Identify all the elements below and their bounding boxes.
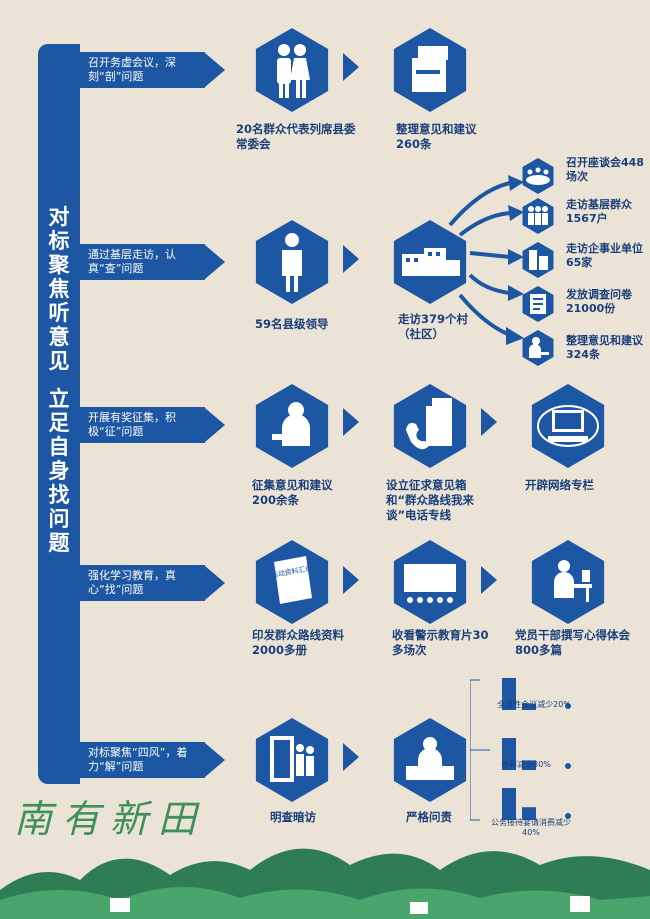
row2-item1-label: 59名县级领导: [255, 317, 329, 331]
title-char: 立: [48, 387, 70, 411]
title-char: 焦: [48, 277, 70, 301]
branch-arrow: [205, 408, 225, 442]
chart-bar: [502, 788, 516, 820]
chart-bar: [522, 703, 536, 710]
flow-arrow: [481, 566, 497, 594]
judge-icon: [393, 718, 467, 802]
village-icon: [393, 220, 467, 304]
chart-bar: [502, 678, 516, 710]
sub-label-2: 走访基层群众1567户: [566, 198, 632, 225]
flow-arrow: [343, 53, 359, 81]
title-char: 自: [48, 435, 70, 459]
title-char: 足: [48, 411, 70, 435]
sub-label-3: 走访企事业单位65家: [566, 242, 643, 269]
couple-icon: [255, 28, 329, 112]
flow-arrow: [343, 566, 359, 594]
fanout-arrows: [448, 175, 524, 345]
door-visit-icon: [255, 718, 329, 802]
row1-item1-label: 20名群众代表列席县委常委会: [236, 122, 356, 151]
flow-arrow: [343, 408, 359, 436]
row1-item2-label: 整理意见和建议260条: [396, 122, 477, 151]
sub-label-4: 发放调查问卷21000份: [566, 288, 632, 315]
row4-item3-label: 党员干部撰写心得体会800多篇: [515, 628, 630, 657]
branch-label: 通过基层走访，认真“查”问题: [88, 248, 176, 275]
branch-arrow: [205, 245, 225, 279]
chart-bar: [522, 760, 536, 770]
branch-2: 通过基层走访，认真“查”问题: [80, 244, 205, 280]
chart-dot: [565, 763, 571, 769]
row3-item3-label: 开辟网络专栏: [525, 478, 594, 492]
chart-label-2: 表彰减少30%: [501, 760, 551, 769]
row3-item2-label: 设立征求意见箱和“群众路线我来谈”电话专线: [386, 478, 475, 522]
book-icon: 活动资料汇编: [255, 540, 329, 624]
title-char: 听: [48, 301, 70, 325]
flow-arrow: [343, 245, 359, 273]
title-char: 身: [48, 459, 70, 483]
row3-item1-label: 征集意见和建议200余条: [252, 478, 333, 507]
branch-label: 对标聚焦“四风”，着力“解”问题: [88, 746, 188, 773]
chart-label-1: 全县性会议减少20%: [497, 700, 571, 709]
branch-4: 强化学习教育，真心“找”问题: [80, 565, 205, 601]
branch-3: 开展有奖征集，积极“征”问题: [80, 407, 205, 443]
title-char: 标: [48, 229, 70, 253]
row4-item2-label: 收看警示教育片30多场次: [392, 628, 489, 657]
row5-item2-label: 严格问责: [406, 810, 452, 824]
branch-label: 开展有奖征集，积极“征”问题: [88, 411, 176, 438]
row4-item1-label: 印发群众路线资料2000多册: [252, 628, 344, 657]
row5-item1-label: 明查暗访: [270, 810, 316, 824]
title-char: 意: [48, 325, 70, 349]
computer-icon: [531, 384, 605, 468]
flow-arrow: [343, 743, 359, 771]
title-gap: [40, 373, 78, 387]
flow-arrow: [481, 408, 497, 436]
branch-label: 召开务虚会议，深刻“剖”问题: [88, 56, 176, 83]
person-desk-icon: [255, 384, 329, 468]
branch-5: 对标聚焦“四风”，着力“解”问题: [80, 742, 205, 778]
chart-dot: [565, 813, 571, 819]
chart-bar: [522, 807, 536, 820]
ballot-box-icon: [393, 28, 467, 112]
reduction-chart: [470, 678, 571, 821]
phone-box-icon: [393, 384, 467, 468]
logo-text: 南有新田: [14, 797, 207, 841]
title-char: 聚: [48, 253, 70, 277]
title-char: 题: [48, 531, 70, 555]
branch-label: 强化学习教育，真心“找”问题: [88, 569, 176, 596]
main-spine: [38, 44, 80, 784]
title-char: 见: [48, 349, 70, 373]
sub-label-1: 召开座谈会448场次: [566, 156, 644, 183]
branch-arrow: [205, 53, 225, 87]
title-char: 问: [48, 507, 70, 531]
row2-item2-label: 走访379个村（社区）: [398, 312, 469, 341]
title-char: 对: [48, 205, 70, 229]
chart-bar: [502, 738, 516, 770]
mountain-landscape: [0, 848, 650, 919]
chart-dot: [565, 703, 571, 709]
leader-icon: [255, 220, 329, 304]
title-char: 找: [48, 483, 70, 507]
sub-label-5: 整理意见和建议324条: [566, 334, 643, 361]
branch-arrow: [205, 743, 225, 777]
chart-label-3: 公务接待宴请消费减少40%: [491, 818, 571, 837]
branch-arrow: [205, 566, 225, 600]
cinema-icon: [393, 540, 467, 624]
study-desk-icon: [531, 540, 605, 624]
branch-1: 召开务虚会议，深刻“剖”问题: [80, 52, 205, 88]
main-title: 对 标 聚 焦 听 意 见 立 足 自 身 找 问 题: [40, 205, 78, 555]
